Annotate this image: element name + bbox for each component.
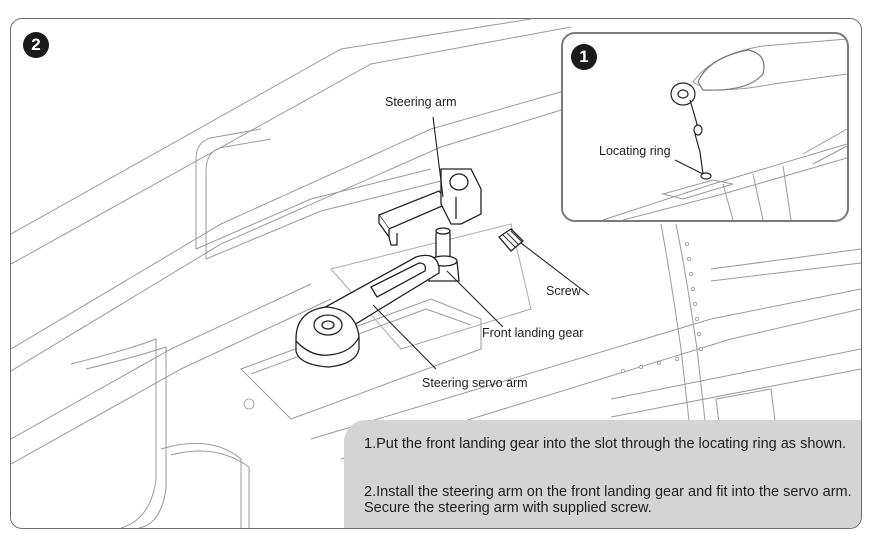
step-one-badge: 1	[571, 44, 597, 70]
step-two-badge: 2	[23, 32, 49, 58]
front-landing-gear-label: Front landing gear	[482, 326, 584, 340]
illustration-frame: 2 Steering arm Screw Front landing gear …	[10, 18, 862, 529]
locating-ring-label: Locating ring	[599, 144, 671, 158]
aircraft-line-art	[11, 19, 861, 528]
inset-detail-panel: 1 Locating ring	[561, 32, 849, 222]
inset-line-art	[602, 38, 847, 220]
steering-arm-label: Steering arm	[385, 95, 457, 109]
steering-servo-arm-label: Steering servo arm	[422, 376, 528, 390]
screw-label: Screw	[546, 284, 581, 298]
instruction-step-1: 1.Put the front landing gear into the sl…	[364, 436, 847, 452]
instruction-step-2: 2.Install the steering arm on the front …	[364, 484, 852, 516]
instructions-box: 1.Put the front landing gear into the sl…	[344, 420, 861, 528]
